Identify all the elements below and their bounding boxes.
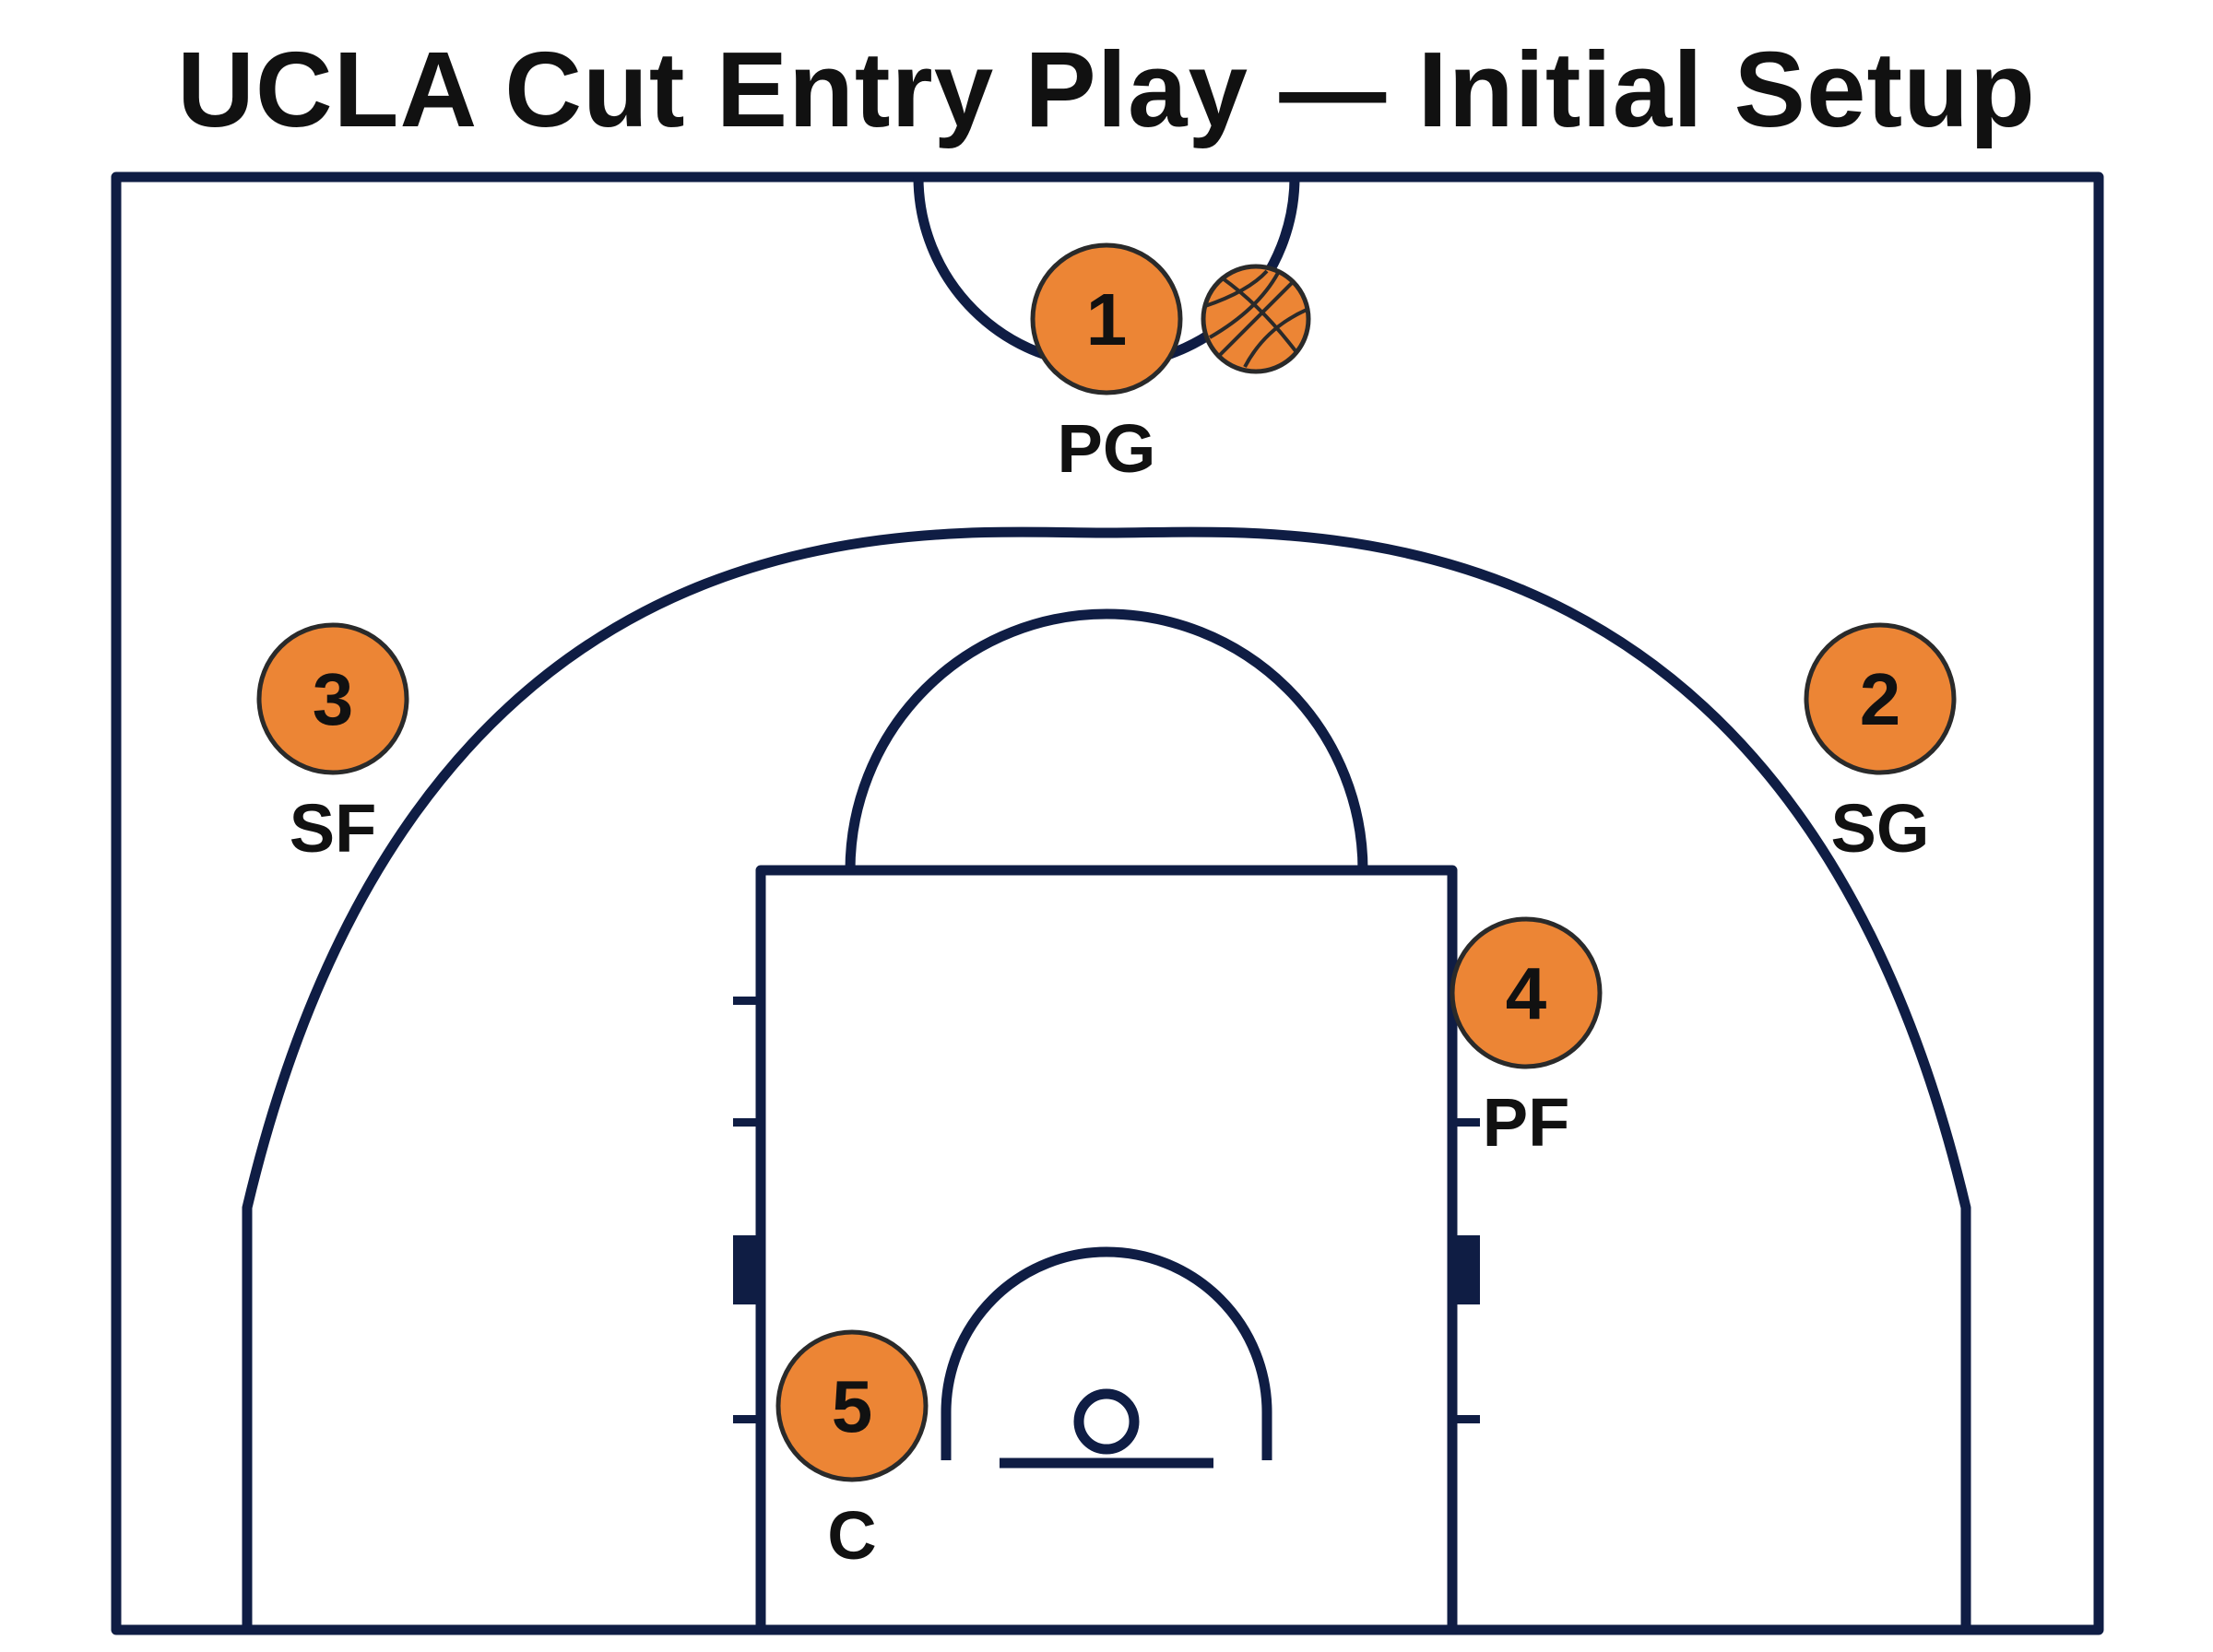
player-2-marker [1804,622,1957,775]
player-3-marker [256,622,409,775]
rim [1073,1388,1140,1455]
court-lines [111,171,2104,1635]
player-4: 4PF [1450,916,1603,1161]
player-5-number: 5 [832,1365,873,1447]
player-1-position-label: PG [1058,410,1156,487]
restricted-area-arc [941,1246,1272,1460]
basketball-icon [1201,264,1311,374]
lane-hash-marks [733,997,1480,1423]
player-5: 5C [775,1329,929,1574]
player-2: 2SG [1804,622,1957,867]
player-3-number: 3 [313,658,354,740]
player-2-number: 2 [1860,658,1901,740]
player-4-position-label: PF [1483,1084,1570,1161]
player-5-marker [775,1329,929,1482]
diagram-title: UCLA Cut Entry Play — Initial Setup [177,30,2036,149]
player-4-marker [1450,916,1603,1069]
free-throw-arc [845,608,1368,871]
player-1-number: 1 [1086,278,1128,360]
player-4-number: 4 [1506,952,1547,1034]
player-1: 1PG [1030,242,1183,487]
three-point-line [242,526,1971,1630]
player-5-position-label: C [827,1497,876,1574]
player-2-position-label: SG [1831,790,1930,867]
player-3-position-label: SF [290,790,377,867]
player-1-marker [1030,242,1183,395]
player-3: 3SF [256,622,409,867]
